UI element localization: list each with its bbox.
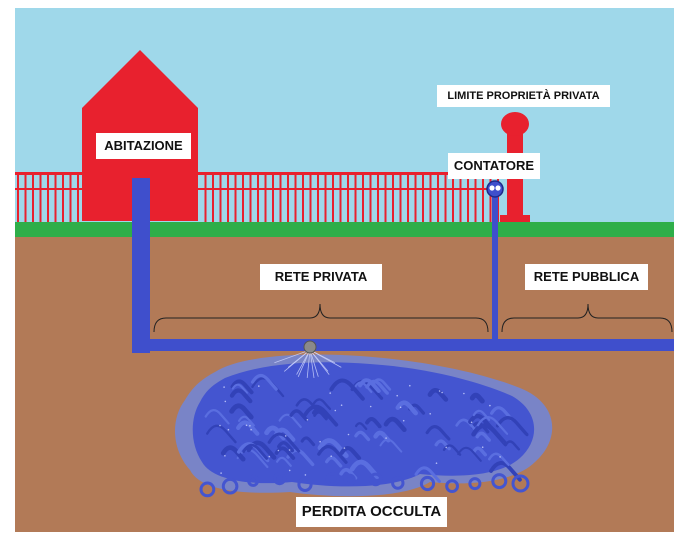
meter-pipe-vertical (492, 192, 498, 344)
grass (15, 222, 674, 237)
label-house: ABITAZIONE (96, 133, 191, 159)
brace-rete-privata (153, 303, 489, 333)
label-hidden-leak: PERDITA OCCULTA (296, 497, 447, 527)
label-property-limit: LIMITE PROPRIETÀ PRIVATA (437, 85, 610, 107)
label-public-network: RETE PUBBLICA (525, 264, 648, 290)
brace-rete-pubblica (501, 303, 673, 333)
leak-area (174, 349, 553, 498)
label-private-network: RETE PRIVATA (260, 264, 382, 290)
pipes (132, 178, 674, 353)
label-meter: CONTATORE (448, 153, 540, 179)
water-meter-icon (486, 180, 504, 198)
main-pipe-horizontal (132, 339, 674, 351)
house-pipe-vertical (132, 178, 150, 353)
valve-icon (303, 340, 317, 354)
